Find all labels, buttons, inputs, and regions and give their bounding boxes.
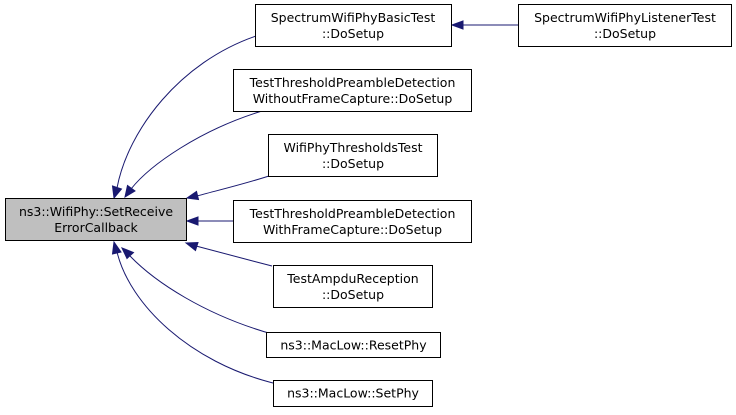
node-label-line1: TestAmpduReception bbox=[286, 271, 418, 286]
graph-node-spectrum-listener[interactable]: SpectrumWifiPhyListenerTest ::DoSetup bbox=[518, 4, 732, 47]
node-label: ns3::MacLow::SetPhy bbox=[287, 386, 419, 401]
node-box bbox=[233, 200, 472, 243]
node-label-line1: TestThresholdPreambleDetection bbox=[249, 206, 456, 221]
node-label-line2: ::DoSetup bbox=[322, 287, 384, 302]
graph-node-thresholds-test[interactable]: WifiPhyThresholdsTest ::DoSetup bbox=[268, 134, 438, 177]
node-label-line2: ::DoSetup bbox=[594, 26, 656, 41]
edge-arrowhead bbox=[450, 20, 464, 30]
node-label-line1: TestThresholdPreambleDetection bbox=[249, 75, 456, 90]
node-label-line2: WithFrameCapture::DoSetup bbox=[263, 222, 442, 237]
node-label-line2: ErrorCallback bbox=[54, 220, 138, 235]
edge-threshold-without-to-root bbox=[130, 110, 263, 190]
graph-node-setphy[interactable]: ns3::MacLow::SetPhy bbox=[273, 380, 433, 407]
node-box bbox=[518, 4, 732, 47]
edge-arrowhead bbox=[185, 216, 199, 226]
edge-thresholds-test-to-root bbox=[196, 174, 273, 197]
node-box bbox=[273, 380, 433, 407]
graph-node-threshold-with[interactable]: TestThresholdPreambleDetection WithFrame… bbox=[233, 200, 472, 243]
node-box bbox=[266, 332, 441, 358]
edge-arrowhead bbox=[184, 241, 199, 252]
edge-setphy-to-root bbox=[116, 251, 274, 384]
node-label-line2: ::DoSetup bbox=[322, 156, 384, 171]
node-label: ns3::MacLow::ResetPhy bbox=[280, 338, 427, 353]
node-box bbox=[255, 4, 452, 47]
graph-node-ampdu[interactable]: TestAmpduReception ::DoSetup bbox=[273, 265, 433, 308]
edge-arrowhead bbox=[111, 185, 123, 200]
node-box bbox=[268, 134, 438, 177]
graph-node-threshold-without[interactable]: TestThresholdPreambleDetection WithoutFr… bbox=[233, 69, 472, 112]
node-label-line1: SpectrumWifiPhyListenerTest bbox=[534, 10, 716, 25]
node-box bbox=[5, 198, 187, 241]
node-label-line1: SpectrumWifiPhyBasicTest bbox=[271, 10, 436, 25]
graph-node-spectrum-basic[interactable]: SpectrumWifiPhyBasicTest ::DoSetup bbox=[255, 4, 452, 47]
edge-arrowhead bbox=[185, 190, 200, 201]
graph-edges bbox=[111, 20, 518, 384]
edge-arrowhead bbox=[124, 184, 136, 199]
node-box bbox=[273, 265, 433, 308]
edge-arrowhead bbox=[111, 240, 122, 255]
edge-ampdu-to-root bbox=[195, 245, 273, 267]
graph-node-root[interactable]: ns3::WifiPhy::SetReceive ErrorCallback bbox=[5, 198, 187, 241]
graph-node-resetphy[interactable]: ns3::MacLow::ResetPhy bbox=[266, 332, 441, 358]
node-label-line2: ::DoSetup bbox=[322, 26, 384, 41]
edge-basic-to-root bbox=[116, 35, 257, 189]
edge-resetphy-to-root bbox=[129, 255, 273, 335]
node-box bbox=[233, 69, 472, 112]
node-label-line1: ns3::WifiPhy::SetReceive bbox=[19, 204, 173, 219]
node-label-line1: WifiPhyThresholdsTest bbox=[283, 140, 422, 155]
node-label-line2: WithoutFrameCapture::DoSetup bbox=[253, 91, 453, 106]
edge-arrowhead bbox=[121, 247, 135, 260]
